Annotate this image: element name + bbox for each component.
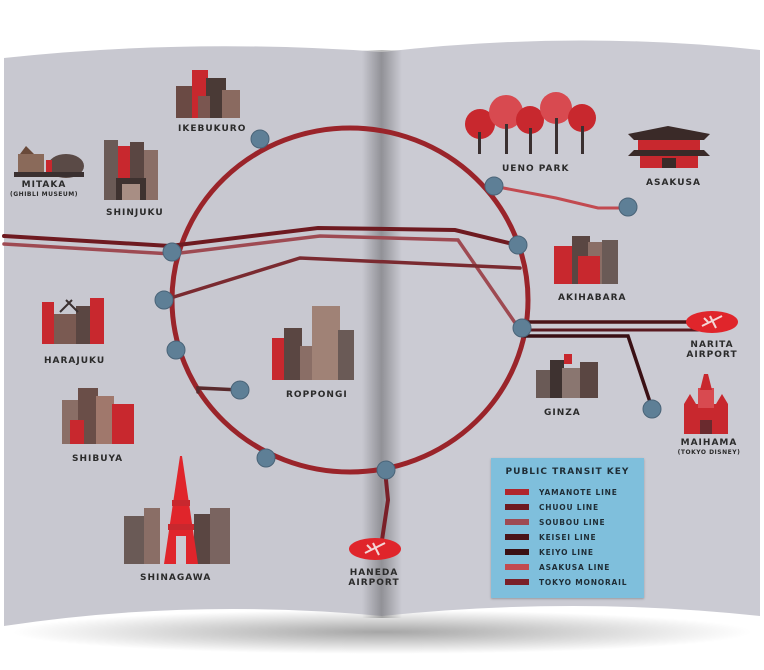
place-label-roppongi: ROPPONGI	[286, 390, 348, 400]
legend-swatch	[505, 549, 529, 555]
left-page	[4, 46, 382, 627]
place-label-narita-line2: AIRPORT	[686, 350, 738, 360]
legend-title: PUBLIC TRANSIT KEY	[505, 467, 630, 477]
legend-item: CHUOU LINE	[505, 501, 599, 513]
legend-item: ASAKUSA LINE	[505, 561, 610, 573]
legend-swatch	[505, 564, 529, 570]
keiyo-line	[522, 334, 654, 410]
chuou-line	[2, 225, 519, 249]
legend-item-label: KEIYO LINE	[539, 547, 594, 557]
station-ueno[interactable]	[484, 176, 504, 196]
place-label-shinjuku: SHINJUKU	[106, 208, 164, 218]
booklet-shadow	[12, 610, 752, 654]
legend-swatch	[505, 579, 529, 585]
place-label-haneda-line2: AIRPORT	[348, 578, 400, 588]
place-sublabel-maihama: (TOKYO DISNEY)	[677, 449, 741, 456]
legend-swatch	[505, 534, 529, 540]
maihama-illustration	[684, 374, 728, 434]
legend-item-label: KEISEI LINE	[539, 532, 597, 542]
place-sublabel-mitaka: (GHIBLI MUSEUM)	[10, 191, 78, 198]
legend-item: TOKYO MONORAIL	[505, 576, 627, 588]
place-label-akihabara: AKIHABARA	[558, 293, 627, 303]
place-label-shibuya: SHIBUYA	[72, 454, 124, 464]
transit-lines	[2, 125, 702, 542]
station-hamamatsucho[interactable]	[376, 460, 396, 480]
station-ikebukuro[interactable]	[250, 129, 270, 149]
place-label-shinagawa: SHINAGAWA	[140, 573, 212, 583]
station-akihabara[interactable]	[508, 235, 528, 255]
tokyo-monorail	[380, 468, 391, 542]
legend-item-label: YAMANOTE LINE	[539, 487, 618, 497]
legend-item-label: TOKYO MONORAIL	[539, 577, 628, 587]
place-label-mitaka: MITAKA(GHIBLI MUSEUM)	[4, 180, 84, 198]
shibuya-illustration	[62, 388, 134, 444]
transit-key-legend: PUBLIC TRANSIT KEY YAMANOTE LINE CHUOU L…	[491, 458, 644, 598]
station-shinagawa[interactable]	[256, 448, 276, 468]
airplane-icon	[364, 542, 386, 556]
legend-item-label: ASAKUSA LINE	[539, 562, 611, 572]
place-label-asakusa: ASAKUSA	[646, 178, 701, 188]
shinjuku-illustration	[104, 140, 158, 200]
legend-item: SOUBOU LINE	[505, 516, 605, 528]
legend-item: KEIYO LINE	[505, 546, 594, 558]
station-shinjuku[interactable]	[162, 242, 182, 262]
soubou-line	[2, 234, 522, 332]
legend-swatch	[505, 519, 529, 525]
page-spine	[362, 50, 402, 618]
legend-item: KEISEI LINE	[505, 531, 596, 543]
ikebukuro-illustration	[176, 70, 240, 118]
shinagawa-illustration	[124, 456, 230, 564]
asakusa-illustration	[628, 126, 710, 168]
stations	[154, 129, 662, 480]
legend-swatch	[505, 489, 529, 495]
station-harajuku[interactable]	[154, 290, 174, 310]
right-page	[382, 40, 760, 616]
place-label-ueno-park: UENO PARK	[502, 164, 570, 174]
place-label-maihama: MAIHAMA(TOKYO DISNEY)	[664, 438, 754, 456]
roppongi-illustration	[272, 306, 354, 380]
airport-narita[interactable]	[686, 311, 738, 333]
station-tokyo[interactable]	[512, 318, 532, 338]
legend-item-label: CHUOU LINE	[539, 502, 599, 512]
ueno-park-illustration	[465, 92, 596, 154]
legend-item: YAMANOTE LINE	[505, 486, 618, 498]
legend-item-label: SOUBOU LINE	[539, 517, 606, 527]
legend-swatch	[505, 504, 529, 510]
mitaka-illustration	[14, 146, 84, 178]
place-label-ginza: GINZA	[544, 408, 581, 418]
akihabara-illustration	[554, 236, 618, 284]
station-roppongi[interactable]	[230, 380, 250, 400]
harajuku-illustration	[42, 298, 104, 344]
airport-haneda[interactable]	[349, 538, 401, 560]
station-shibuya[interactable]	[166, 340, 186, 360]
cross-line	[162, 256, 522, 302]
place-label-harajuku: HARAJUKU	[44, 356, 106, 366]
roppongi-spur	[196, 386, 242, 394]
station-asakusa[interactable]	[618, 197, 638, 217]
station-maihama[interactable]	[642, 399, 662, 419]
place-label-ikebukuro: IKEBUKURO	[178, 124, 247, 134]
asakusa-line	[491, 184, 630, 210]
ginza-illustration	[536, 354, 598, 398]
airplane-icon	[701, 315, 723, 329]
